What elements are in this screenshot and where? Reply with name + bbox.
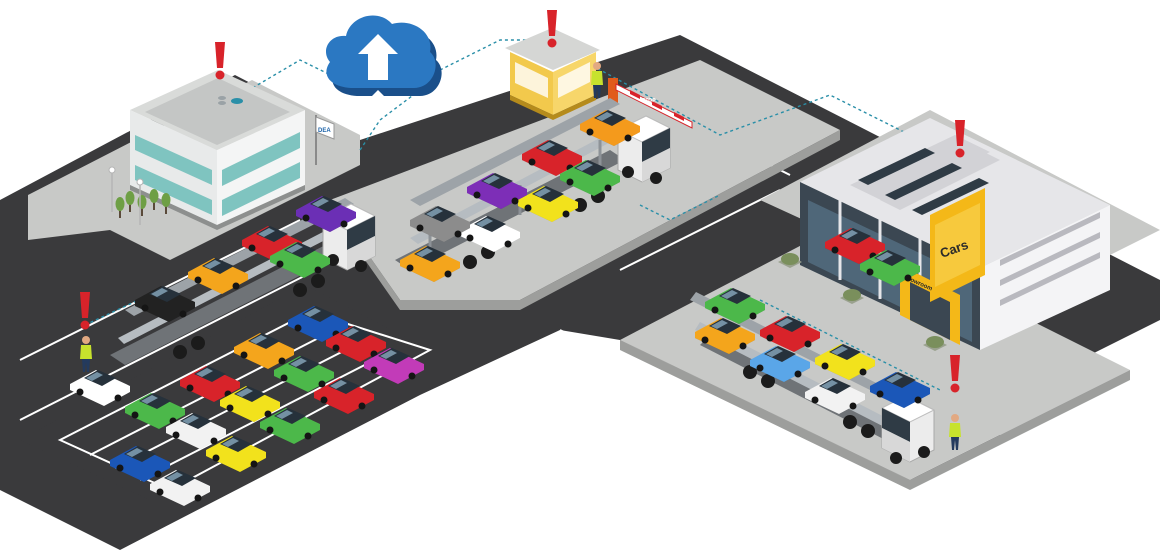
alert-icon — [950, 355, 960, 393]
flag-text: DEA — [318, 128, 331, 134]
gate-sign: STOP — [642, 98, 656, 104]
cloud-upload-icon — [325, 15, 442, 97]
guard-booth — [505, 28, 600, 120]
flag-icon: DEA — [315, 115, 335, 165]
office-building — [130, 70, 305, 230]
alert-icon — [215, 42, 225, 80]
gate-barrier: STOP — [608, 78, 693, 129]
alert-icon — [955, 120, 965, 158]
alert-icon — [547, 10, 557, 48]
street-lamps — [111, 170, 141, 225]
dealership-building — [800, 118, 1110, 350]
alert-icon — [80, 292, 90, 330]
